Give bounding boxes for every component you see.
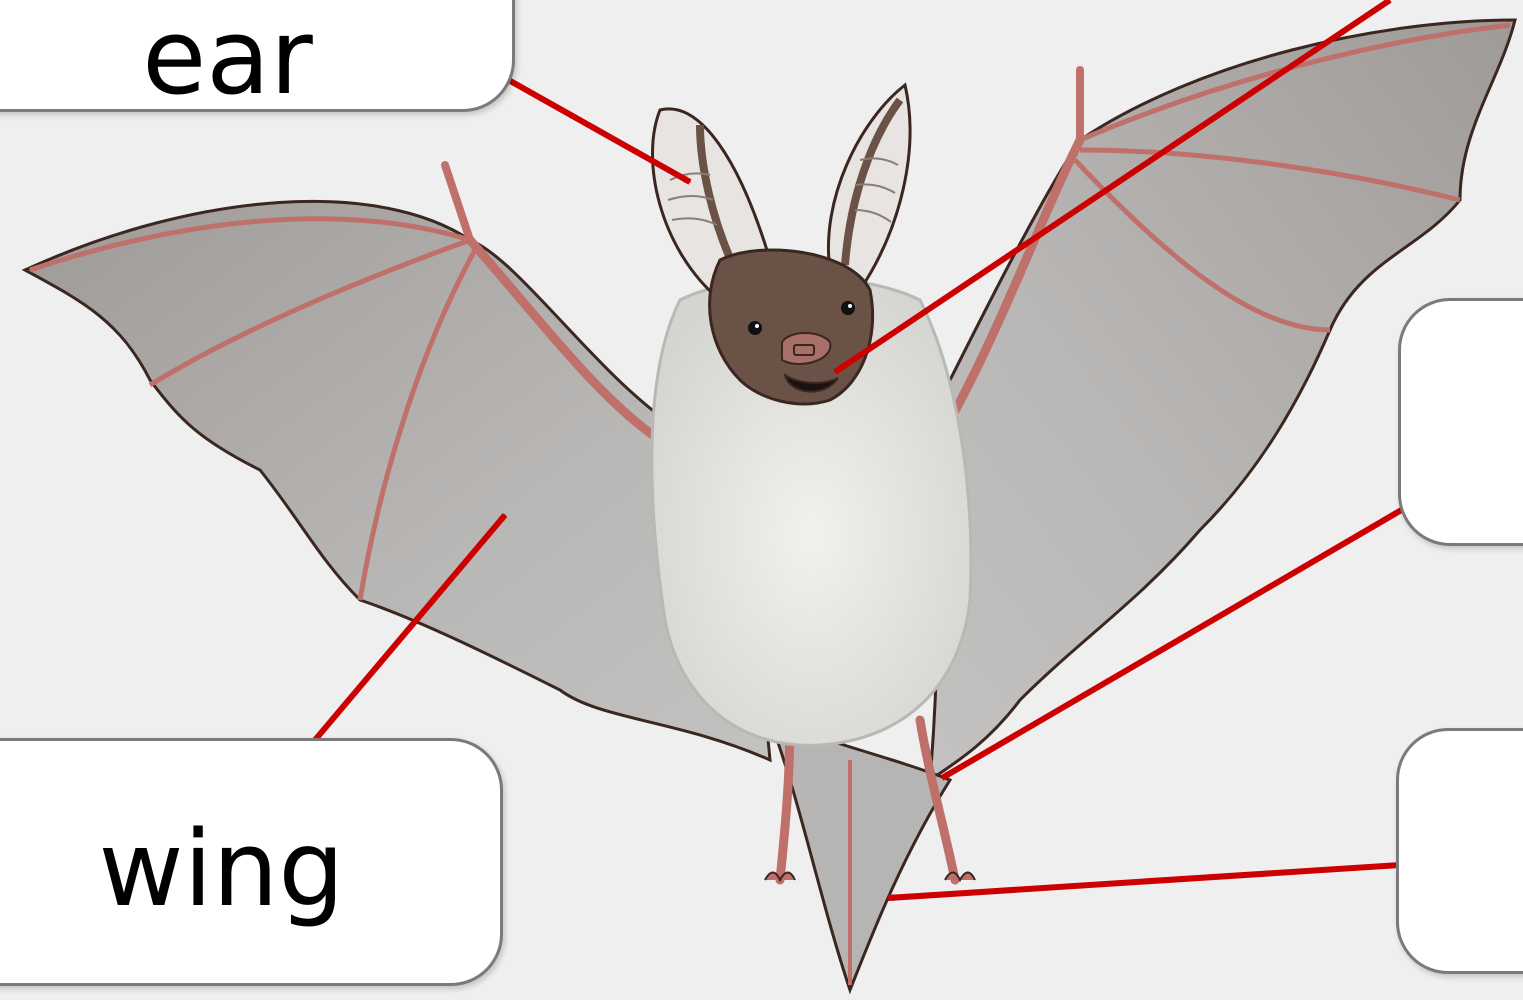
label-box-wing: wing <box>0 738 503 986</box>
right-eye <box>841 301 855 315</box>
tail-membrane <box>770 720 950 990</box>
arrow-tail <box>888 865 1400 898</box>
label-ear: ear <box>0 5 512 109</box>
label-wing: wing <box>0 817 500 921</box>
label-box-leg <box>1398 298 1523 546</box>
left-eye <box>748 321 762 335</box>
label-box-ear: ear <box>0 0 515 112</box>
label-box-tail <box>1396 728 1523 974</box>
